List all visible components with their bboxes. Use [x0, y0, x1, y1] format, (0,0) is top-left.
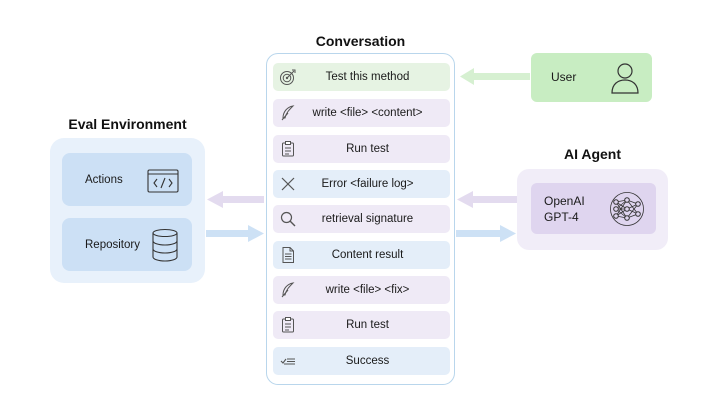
check-list-icon — [273, 352, 303, 370]
message-test-method: Test this method — [273, 63, 450, 91]
actions-item: Actions — [62, 153, 192, 206]
message-error: Error <failure log> — [273, 170, 450, 198]
conversation-to-eval-arrow — [207, 191, 264, 208]
message-text: Run test — [346, 319, 389, 331]
agent-provider: OpenAI — [544, 194, 585, 208]
feather-icon — [273, 281, 303, 299]
message-write-content: write <file> <content> — [273, 99, 450, 127]
user-label: User — [551, 70, 577, 84]
eval-environment-title: Eval Environment — [68, 116, 187, 132]
document-icon — [273, 246, 303, 264]
conversation-to-agent-arrow — [456, 225, 516, 242]
user-box: User — [531, 53, 652, 102]
message-run-test-1: Run test — [273, 135, 450, 163]
clipboard-icon — [273, 316, 303, 334]
message-content-result: Content result — [273, 241, 450, 269]
message-text: Run test — [346, 143, 389, 155]
actions-label: Actions — [85, 173, 123, 186]
target-icon — [273, 68, 303, 86]
message-text: write <file> <content> — [312, 107, 423, 119]
magnifier-icon — [273, 210, 303, 228]
message-text: write <file> <fix> — [325, 284, 410, 296]
message-text: Test this method — [325, 71, 410, 83]
code-window-icon — [147, 169, 179, 196]
clipboard-icon — [273, 140, 303, 158]
user-icon — [610, 62, 640, 97]
eval-to-conversation-arrow — [206, 225, 264, 242]
message-text: Success — [345, 355, 390, 367]
message-text: Content result — [331, 249, 404, 261]
message-write-fix: write <file> <fix> — [273, 276, 450, 304]
x-icon — [273, 175, 303, 193]
message-text: Error <failure log> — [321, 178, 414, 190]
conversation-title: Conversation — [315, 33, 406, 49]
repository-label: Repository — [85, 238, 140, 251]
agent-to-conversation-arrow — [457, 191, 517, 208]
database-icon — [151, 228, 179, 265]
neural-network-icon — [609, 191, 645, 230]
repository-item: Repository — [62, 218, 192, 271]
message-text: retrieval signature — [321, 213, 414, 225]
message-run-test-2: Run test — [273, 311, 450, 339]
message-success: Success — [273, 347, 450, 375]
ai-agent-title: AI Agent — [563, 146, 622, 162]
message-retrieval: retrieval signature — [273, 205, 450, 233]
agent-model: GPT-4 — [544, 210, 579, 224]
user-to-conversation-arrow — [460, 68, 530, 85]
ai-agent-model-box: OpenAI GPT-4 — [531, 183, 656, 234]
feather-icon — [273, 104, 303, 122]
